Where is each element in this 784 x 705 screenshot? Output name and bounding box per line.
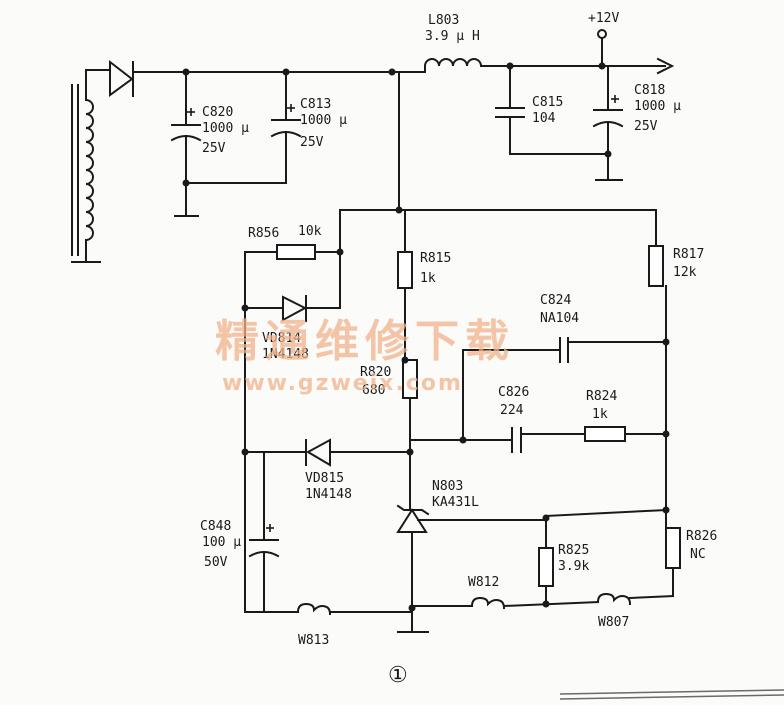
label-r826-name: R826 xyxy=(686,529,717,544)
label-c818-voltage: 25V xyxy=(634,119,658,134)
label-r820-name: R820 xyxy=(360,365,391,380)
resistor-r826 xyxy=(665,527,681,597)
label-n803-name: N803 xyxy=(432,479,463,494)
plus12v-terminal xyxy=(597,29,607,67)
label-r824-value: 1k xyxy=(592,407,608,422)
label-c813-name: C813 xyxy=(300,97,331,112)
figure-number: ① xyxy=(388,663,408,688)
label-r815-value: 1k xyxy=(420,271,436,286)
resistor-r815 xyxy=(397,209,413,361)
label-r817-value: 12k xyxy=(673,265,697,280)
label-c813-capacity: 1000 μ xyxy=(300,113,347,128)
resistor-r824 xyxy=(584,426,667,442)
label-r856-value: 10k xyxy=(298,224,322,239)
diode-vd815 xyxy=(244,438,411,467)
transformer-secondary xyxy=(71,69,101,263)
watermark-chinese: 精通维修下载 xyxy=(215,316,515,367)
label-c848-capacity: 100 μ xyxy=(202,535,241,550)
label-r820-value: 680 xyxy=(362,383,385,398)
junction-dots xyxy=(182,62,670,612)
rectifier-diode xyxy=(99,59,134,97)
resistor-r817 xyxy=(648,245,667,529)
label-c824-value: NA104 xyxy=(540,311,579,326)
label-vd814-name: VD814 xyxy=(262,331,301,346)
label-c815-name: C815 xyxy=(532,95,563,110)
watermark-url: www.gzweix.com xyxy=(222,371,463,396)
label-r824-name: R824 xyxy=(586,389,617,404)
label-c813-voltage: 25V xyxy=(300,135,324,150)
label-w807: W807 xyxy=(598,615,629,630)
label-r826-value: NC xyxy=(690,547,706,562)
label-plus12v: +12V xyxy=(588,11,619,26)
label-c820-capacity: 1000 μ xyxy=(202,121,249,136)
diode-vd814 xyxy=(244,295,341,322)
capacitor-c824 xyxy=(462,337,667,441)
label-w813: W813 xyxy=(298,633,329,648)
label-vd814-value: 1N4148 xyxy=(262,347,309,362)
label-c818-capacity: 1000 μ xyxy=(634,99,681,114)
label-r825-name: R825 xyxy=(558,543,589,558)
label-l803-value: 3.9 μ H xyxy=(425,29,480,44)
label-c826-value: 224 xyxy=(500,403,524,418)
label-w812: W812 xyxy=(468,575,499,590)
label-vd815-name: VD815 xyxy=(305,471,344,486)
label-c824-name: C824 xyxy=(540,293,571,308)
label-r856-name: R856 xyxy=(248,226,279,241)
label-r817-name: R817 xyxy=(673,247,704,262)
label-l803-name: L803 xyxy=(428,13,459,28)
capacitor-c820 xyxy=(170,71,202,217)
resistor-r856 xyxy=(244,209,341,309)
label-c818-name: C818 xyxy=(634,83,665,98)
label-n803-value: KA431L xyxy=(432,495,479,510)
label-c820-voltage: 25V xyxy=(202,141,226,156)
bottom-rail xyxy=(244,592,675,633)
label-c848-voltage: 50V xyxy=(204,555,228,570)
label-c826-name: C826 xyxy=(498,385,529,400)
label-vd815-value: 1N4148 xyxy=(305,487,352,502)
inductor-l803 xyxy=(423,57,675,75)
capacitor-c826 xyxy=(409,427,586,453)
label-c820-name: C820 xyxy=(202,105,233,120)
capacitor-c815 xyxy=(495,65,611,155)
capacitor-c813 xyxy=(185,71,302,184)
label-r825-value: 3.9k xyxy=(558,559,589,574)
label-c815-value: 104 xyxy=(532,111,556,126)
capacitor-c848 xyxy=(248,451,280,613)
label-c848-name: C848 xyxy=(200,519,231,534)
shunt-regulator-n803 xyxy=(396,504,547,633)
label-r815-name: R815 xyxy=(420,251,451,266)
capacitor-c818 xyxy=(592,65,624,181)
resistor-r825 xyxy=(538,515,554,607)
